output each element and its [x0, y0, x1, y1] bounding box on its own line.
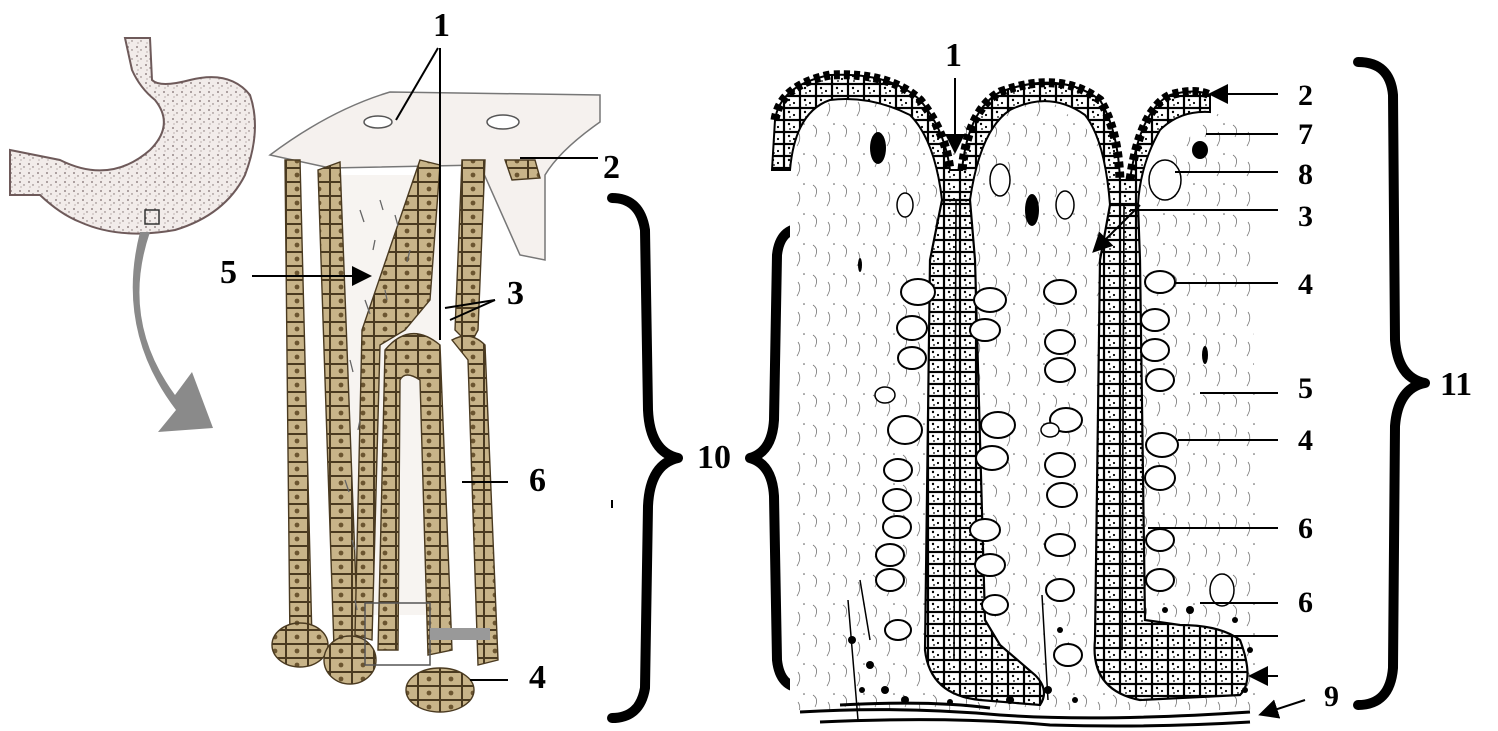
right-label-5: 5: [1298, 372, 1313, 405]
label-11: 11: [1440, 366, 1472, 403]
brace-mucosa: [1358, 62, 1425, 705]
right-label-7: 7: [1298, 118, 1313, 151]
right-label-4a: 4: [1298, 268, 1313, 301]
right-label-6b: 6: [1298, 586, 1313, 619]
gland-fundus: [272, 623, 328, 667]
left-label-1: 1: [433, 7, 450, 44]
right-label-4b: 4: [1298, 424, 1313, 457]
gastric-mucosa-block: [270, 92, 600, 712]
label-10: 10: [697, 439, 731, 476]
right-label-1: 1: [945, 37, 962, 74]
gland-fundus: [324, 636, 376, 684]
right-label-8: 8: [1298, 158, 1313, 191]
right-label-6a: 6: [1298, 512, 1313, 545]
brace-left-gland: [612, 198, 678, 718]
left-label-6: 6: [529, 462, 546, 499]
right-label-3: 3: [1298, 200, 1313, 233]
gastric-pit-opening: [364, 116, 392, 128]
grey-bar: [430, 628, 490, 640]
gland-fundus: [406, 668, 474, 712]
gastric-pit-opening: [487, 115, 519, 129]
gland-wall: [455, 160, 485, 345]
right-lamina-propria: [790, 95, 1260, 710]
right-label-9: 9: [1324, 680, 1339, 713]
left-label-3: 3: [507, 275, 524, 312]
leader-r9: [1262, 700, 1305, 714]
gland-wall: [505, 160, 540, 180]
left-label-2: 2: [603, 149, 620, 186]
curved-grey-arrow: [133, 232, 213, 432]
right-label-2: 2: [1298, 79, 1313, 112]
gland-wall: [285, 160, 312, 645]
left-label-4: 4: [529, 659, 546, 696]
left-label-5: 5: [220, 254, 237, 291]
gland-wall: [452, 336, 498, 665]
stomach-outline: [10, 38, 255, 234]
stomach-inset: [10, 38, 255, 432]
